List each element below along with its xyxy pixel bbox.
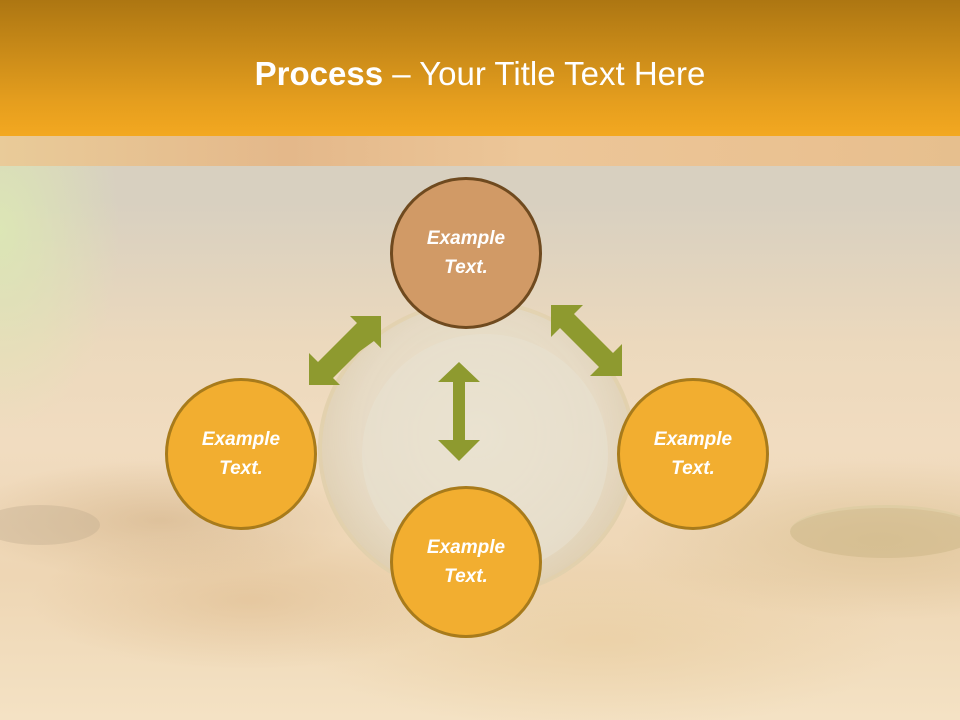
process-node-top[interactable]: Example Text. (390, 177, 542, 329)
node-text-line2: Text. (444, 257, 488, 278)
slide-title[interactable]: Process – Your Title Text Here (0, 52, 960, 96)
double-arrow-vertical-icon (438, 362, 480, 461)
node-text-line1: Example (426, 228, 506, 249)
title-rest-part: – Your Title Text Here (383, 55, 706, 92)
background-coin-right (790, 505, 960, 558)
header-accent-band (0, 136, 960, 166)
node-text-line1: Example (653, 429, 733, 450)
process-node-left[interactable]: Example Text. (165, 378, 317, 530)
double-arrow-top-left-icon (309, 316, 381, 385)
node-text-line1: Example (426, 537, 506, 558)
double-arrow-top-right-icon (551, 305, 622, 376)
process-node-right[interactable]: Example Text. (617, 378, 769, 530)
title-bold-part: Process (254, 55, 384, 92)
title-header-bar (0, 0, 960, 136)
node-text-line2: Text. (219, 458, 263, 479)
node-text-line1: Example (201, 429, 281, 450)
background-coin-left (0, 505, 100, 545)
node-text-line2: Text. (671, 458, 715, 479)
process-node-bottom[interactable]: Example Text. (390, 486, 542, 638)
node-text-line2: Text. (444, 566, 488, 587)
